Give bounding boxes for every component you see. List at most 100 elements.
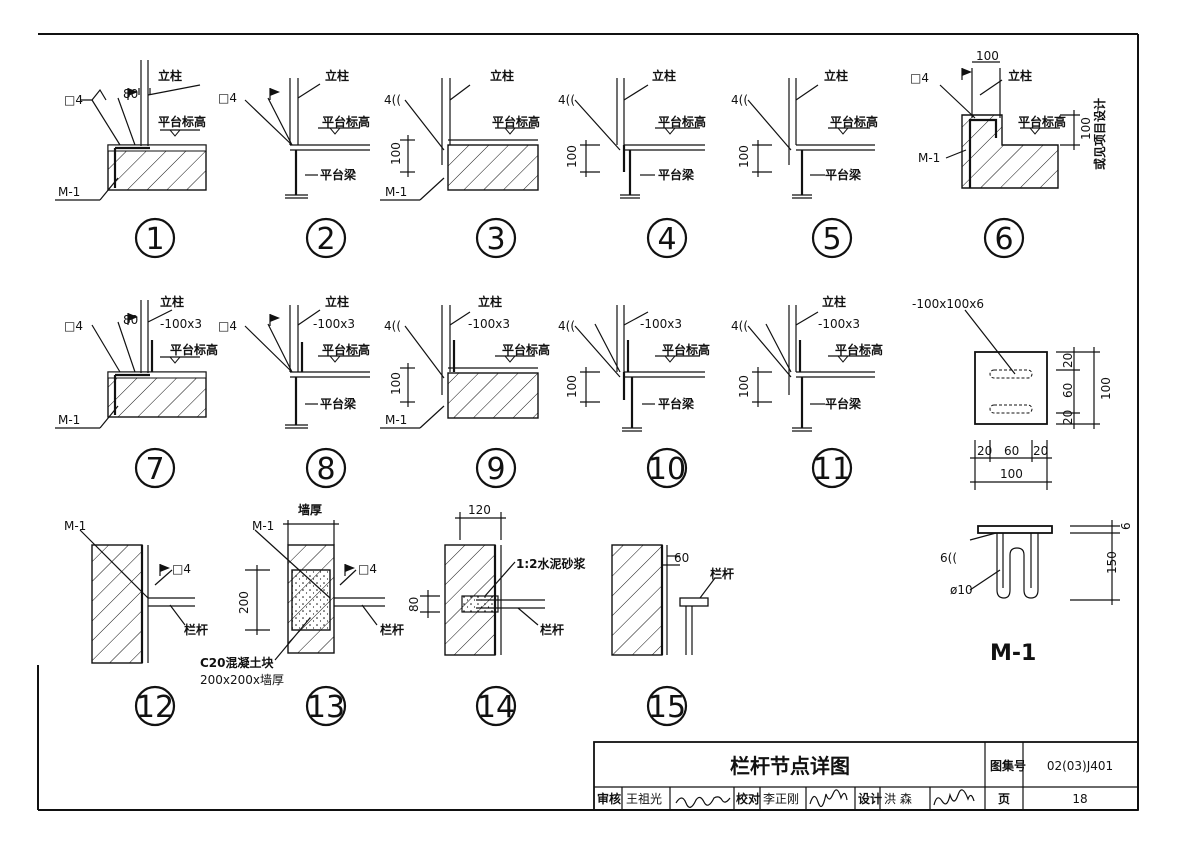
node-6-project-note: 或见项目设计 (1092, 98, 1107, 170)
node-7-embed-label: M-1 (58, 413, 80, 427)
node-8-number: 8 (316, 452, 335, 487)
node-13-embed-label: M-1 (252, 519, 274, 533)
node-7-dim-80: 80 (123, 313, 138, 327)
node-4-detail (574, 78, 705, 199)
node-13-weld-label: □4 (358, 562, 377, 576)
node-5-level-label: 平台标高 (830, 114, 878, 129)
node-13-block-label-1: C20混凝土块 (200, 655, 275, 670)
node-10-plate-label: -100x3 (640, 317, 682, 331)
node-4-dim-100: 100 (565, 145, 579, 168)
node-3-level-label: 平台标高 (492, 114, 540, 129)
node-14-detail (420, 512, 545, 656)
node-13-number: 13 (307, 690, 345, 725)
node-11-post-label: 立柱 (822, 294, 846, 309)
design-label: 设计 (858, 791, 882, 806)
node-6-embed-label: M-1 (918, 151, 940, 165)
m1-dim-100b: 100 (1099, 377, 1113, 400)
node-4-weld-label: 4(( (558, 93, 575, 107)
node-11-weld-label: 4(( (731, 319, 748, 333)
node-14-mortar-label: 1:2水泥砂浆 (516, 556, 586, 571)
node-6-number: 6 (994, 222, 1013, 257)
node-1-level-label: 平台标高 (158, 114, 206, 129)
m1-dim-20b: 20 (1033, 444, 1048, 458)
node-5-number: 5 (822, 222, 841, 257)
node-11-detail (747, 305, 875, 432)
node-15-detail (611, 544, 716, 656)
node-1-post-label: 立柱 (158, 68, 182, 83)
node-10-dim-100: 100 (565, 375, 579, 398)
node-10-number: 10 (648, 452, 686, 487)
m1-title: M-1 (990, 641, 1036, 666)
node-6-post-label: 立柱 (1008, 68, 1032, 83)
node-12-weld-label: □4 (172, 562, 191, 576)
node-3-post-label: 立柱 (490, 68, 514, 83)
node-9-post-label: 立柱 (478, 294, 502, 309)
node-3-number: 3 (486, 222, 505, 257)
m1-rebar-label: ø10 (950, 583, 973, 597)
node-14-dim-80: 80 (407, 597, 421, 612)
node-8-detail (244, 305, 370, 429)
node-11-dim-100: 100 (737, 375, 751, 398)
node-5-post-label: 立柱 (824, 68, 848, 83)
node-1-dim-80: 80 (123, 87, 138, 101)
node-8-beam-label: 平台梁 (320, 396, 356, 411)
node-11-beam-label: 平台梁 (825, 396, 861, 411)
node-8-weld-label: □4 (218, 319, 237, 333)
node-7-plate-label: -100x3 (160, 317, 202, 331)
node-3-embed-label: M-1 (385, 185, 407, 199)
node-14-number: 14 (477, 690, 515, 725)
atlas-label: 图集号 (990, 758, 1026, 773)
node-9-weld-label: 4(( (384, 319, 401, 333)
node-5-beam-label: 平台梁 (825, 167, 861, 182)
node-2-level-label: 平台标高 (322, 114, 370, 129)
node-6-level-label: 平台标高 (1018, 114, 1066, 129)
node-1-number: 1 (145, 222, 164, 257)
node-11-number: 11 (813, 452, 851, 487)
node-14-dim-120: 120 (468, 503, 491, 517)
node-7-detail (55, 300, 207, 429)
node-12-embed-label: M-1 (64, 519, 86, 533)
node-15-number: 15 (648, 690, 686, 725)
node-12-railing-label: 栏杆 (184, 622, 208, 637)
node-13-dim-200: 200 (237, 591, 251, 614)
atlas-number: 02(03)J401 (1047, 759, 1113, 773)
node-7-post-label: 立柱 (160, 294, 184, 309)
node-13-block-label-2: 200x200x墙厚 (200, 673, 284, 687)
page-number: 18 (1072, 792, 1087, 806)
m1-plate-plan (964, 309, 1100, 490)
m1-dim-6: 6 (1119, 522, 1133, 530)
m1-dim-20d: 20 (1061, 410, 1075, 425)
node-1-weld-label: □4 (64, 93, 83, 107)
m1-dim-100a: 100 (1000, 467, 1023, 481)
node-10-detail (574, 305, 705, 432)
node-2-number: 2 (316, 222, 335, 257)
node-12-detail (79, 529, 195, 664)
node-6-dim-100: 100 (976, 49, 999, 63)
m1-dim-150: 150 (1105, 551, 1119, 574)
node-10-beam-label: 平台梁 (658, 396, 694, 411)
node-2-weld-label: □4 (218, 91, 237, 105)
node-7-weld-label: □4 (64, 319, 83, 333)
m1-dim-20a: 20 (977, 444, 992, 458)
node-9-number: 9 (486, 452, 505, 487)
node-11-level-label: 平台标高 (835, 342, 883, 357)
title-block (593, 741, 1139, 811)
node-3-dim-100: 100 (389, 142, 403, 165)
check-label: 校对 (736, 791, 760, 806)
node-10-level-label: 平台标高 (662, 342, 710, 357)
m1-section (969, 520, 1120, 605)
review-label: 审核 (597, 791, 621, 806)
m1-dim-60b: 60 (1061, 383, 1075, 398)
node-4-post-label: 立柱 (652, 68, 676, 83)
m1-weld-label: 6(( (940, 551, 957, 565)
node-6-weld-label: □4 (910, 71, 929, 85)
node-2-post-label: 立柱 (325, 68, 349, 83)
reviewer-name: 王祖光 (626, 791, 662, 806)
checker-name: 李正刚 (763, 791, 799, 806)
node-1-detail (55, 60, 207, 201)
node-6-dim-100b: 100 (1079, 117, 1093, 140)
node-10-weld-label: 4(( (558, 319, 575, 333)
node-9-plate-label: -100x3 (468, 317, 510, 331)
node-8-plate-label: -100x3 (313, 317, 355, 331)
